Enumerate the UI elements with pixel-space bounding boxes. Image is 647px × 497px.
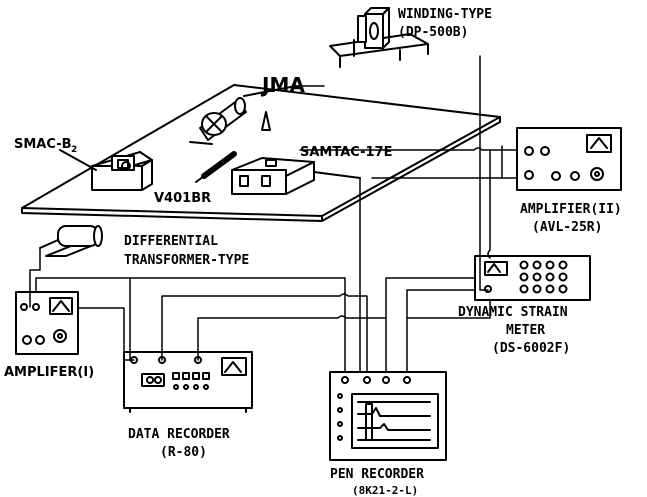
differential-transformer-sensor [39, 225, 103, 257]
amplifier-ii-label: AMPLIFIER(II) [520, 202, 622, 217]
pen-recorder-model-label: (8K21-2-L) [352, 484, 418, 497]
transformer-type-label: TRANSFORMER-TYPE [124, 253, 249, 268]
smac-b2-instrument [59, 149, 153, 191]
jma-label: JMA [260, 73, 305, 97]
amplifier-i-label: AMPLIFER(I) [4, 365, 94, 380]
amplifier-ii-model-label: (AVL-25R) [532, 220, 602, 235]
diagram-labels: WINDING-TYPE (DP-500B) JMA SMAC-B 2 SAMT… [4, 7, 622, 497]
samtac-instrument [231, 157, 361, 195]
smac-label: SMAC-B [14, 137, 72, 152]
amplifier-ii [516, 127, 622, 191]
samtac-label: SAMTAC-17E [300, 145, 393, 160]
meter-label: METER [506, 323, 545, 338]
winding-type-model-label: (DP-500B) [398, 25, 468, 40]
dynamic-strain-meter [474, 255, 591, 301]
data-recorder-label: DATA RECORDER [128, 427, 230, 442]
differential-label: DIFFERENTIAL [124, 234, 218, 249]
winding-type-sensor [329, 7, 429, 68]
amplifier-i [15, 291, 79, 355]
v401br-sensor [195, 151, 237, 183]
data-recorder-model-label: (R-80) [160, 445, 207, 460]
smac-subscript: 2 [71, 145, 77, 155]
v401br-label: V401BR [154, 191, 211, 206]
pen-recorder [329, 371, 447, 461]
winding-type-label: WINDING-TYPE [398, 7, 492, 22]
data-recorder [123, 351, 253, 413]
strain-meter-model-label: (DS-6002F) [492, 341, 570, 356]
shaking-table [21, 84, 501, 222]
dynamic-strain-label: DYNAMIC STRAIN [458, 305, 568, 320]
cylinder-sensor [189, 85, 297, 145]
connection-cables [29, 55, 518, 373]
pen-recorder-label: PEN RECORDER [330, 467, 424, 482]
